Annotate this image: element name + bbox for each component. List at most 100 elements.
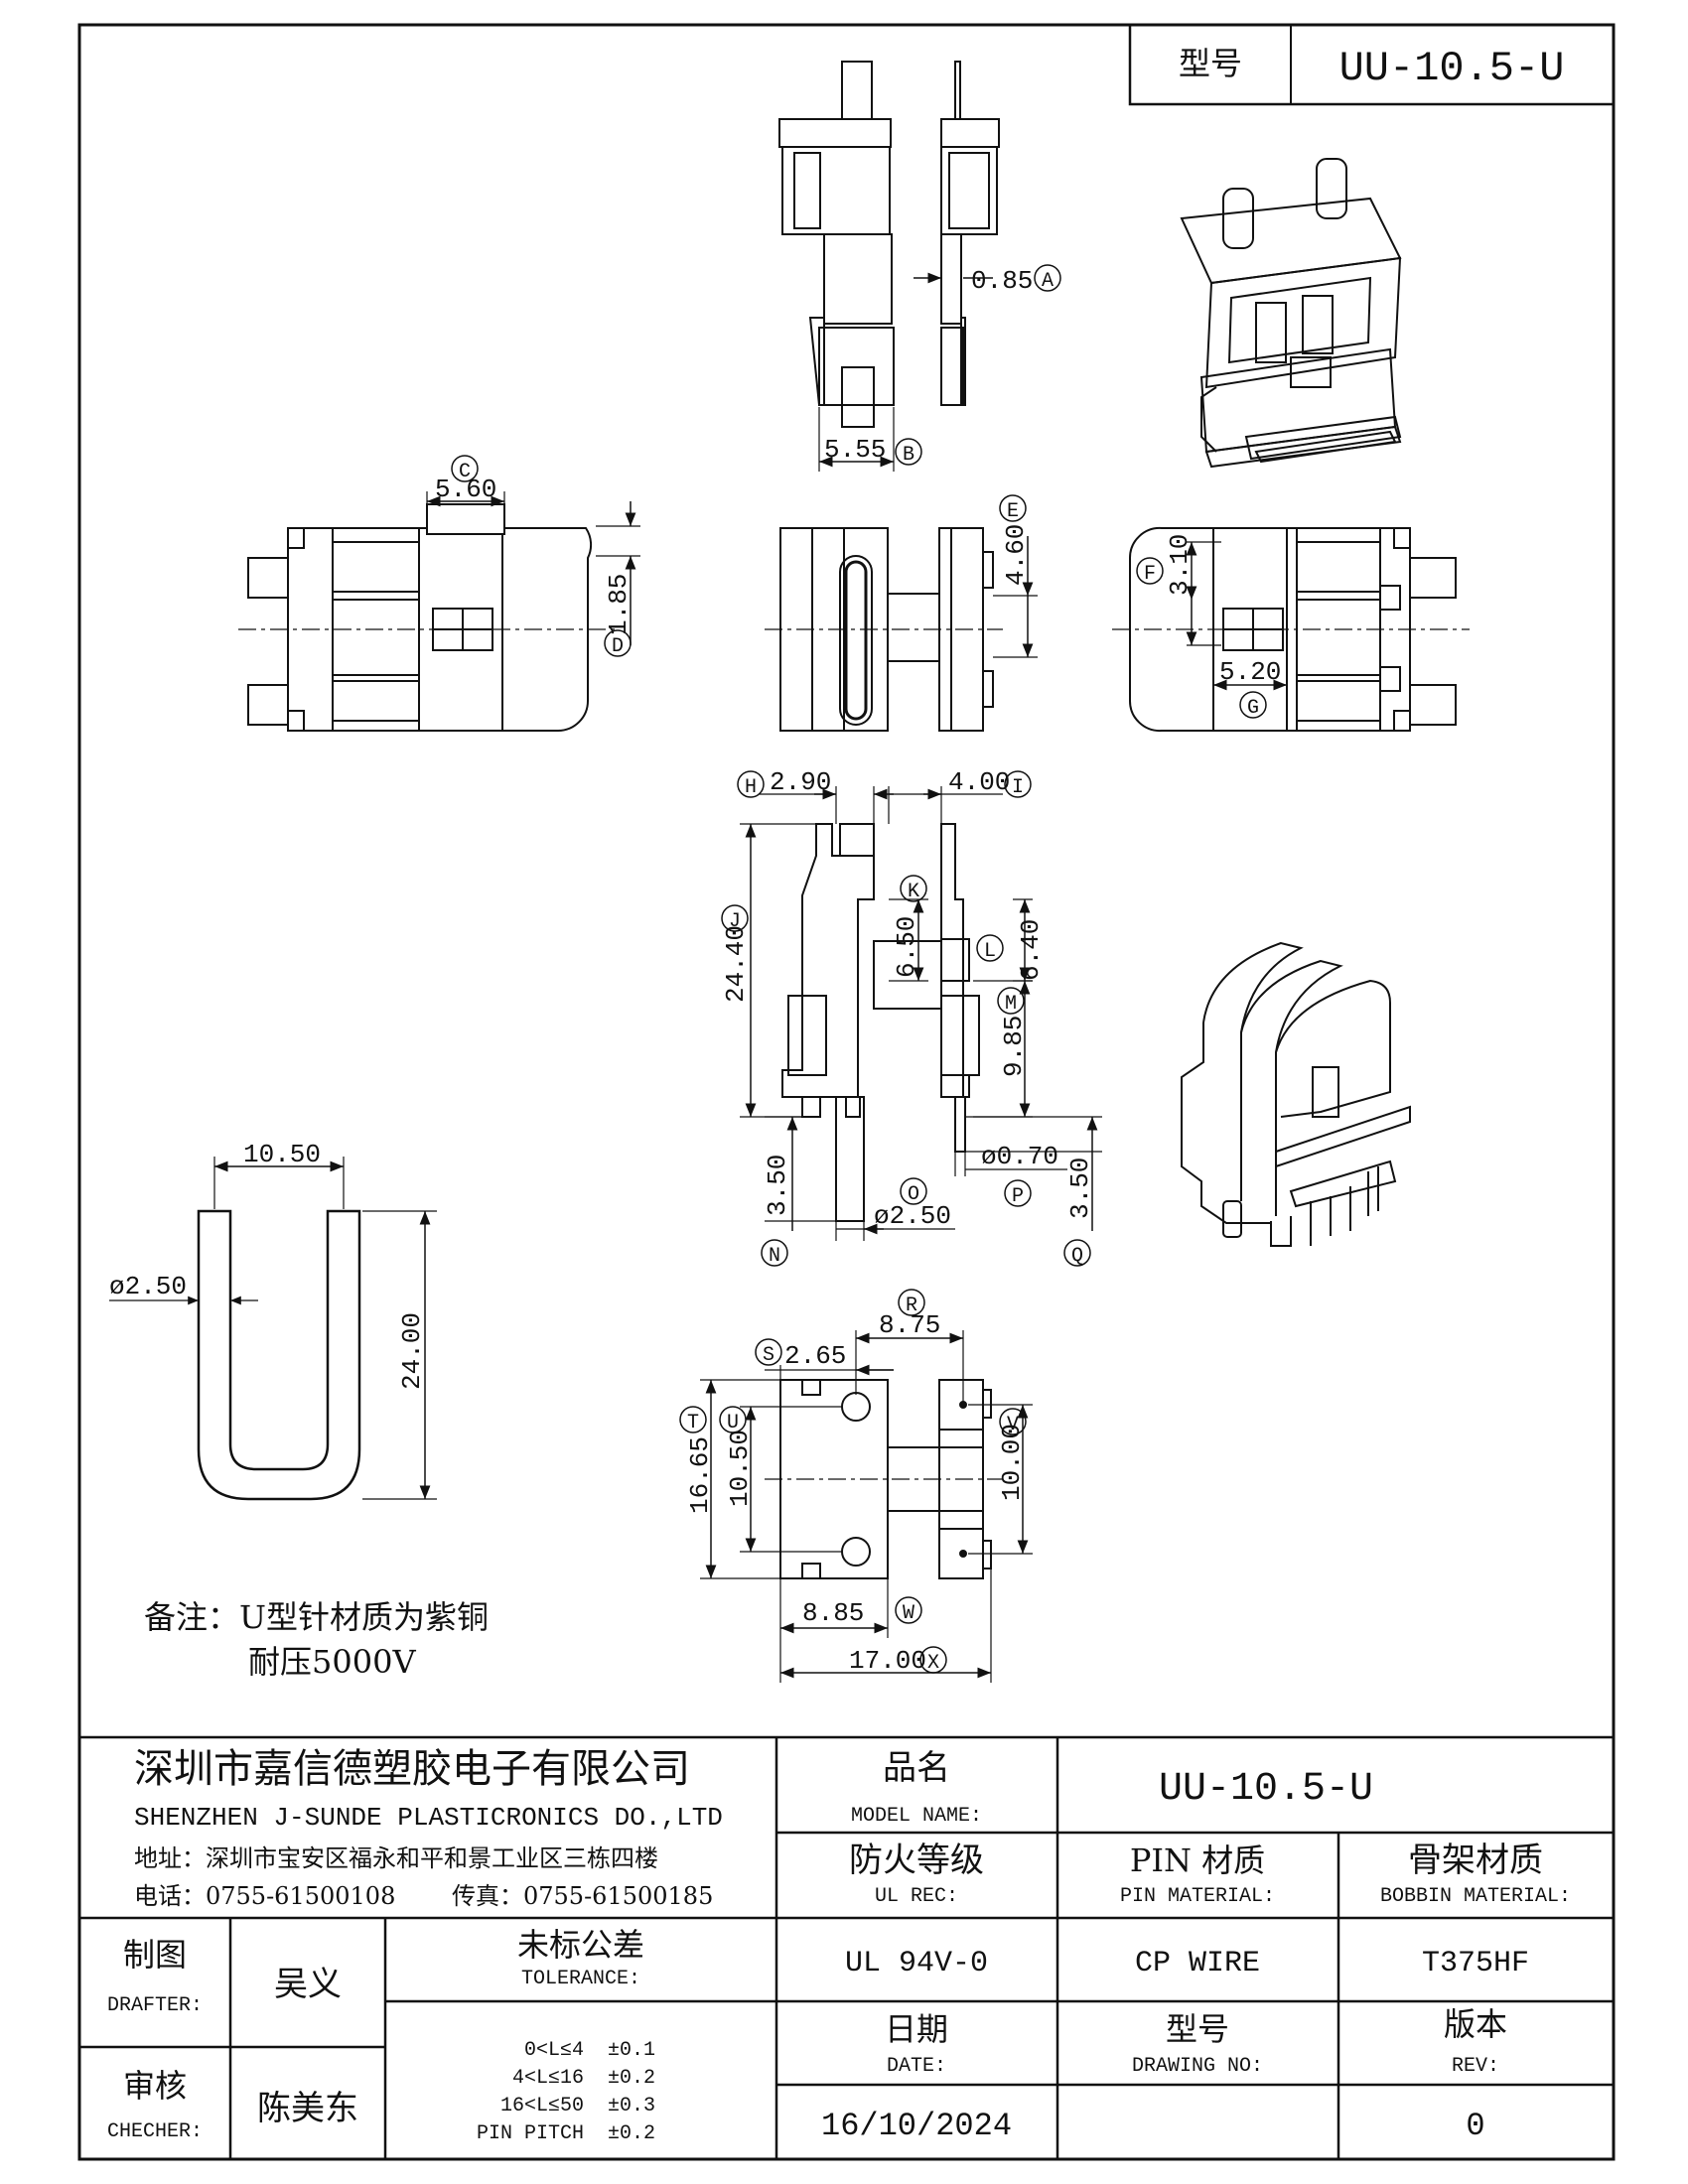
tolerance-value-2: ±0.2 [608,2067,655,2090]
dim-l-label: L [984,940,996,963]
dim-h: 2.90 H [737,767,894,824]
dim-r: 8.75 R [855,1289,964,1402]
model-name-en: MODEL NAME: [851,1805,982,1828]
dim-d-label: D [612,635,624,658]
drafter-en: DRAFTER: [107,1994,203,2017]
dim-t-value: 16.65 [685,1436,715,1514]
ul-rec-en: UL REC: [875,1885,958,1908]
rev-cn: 版本 [1444,2005,1507,2043]
dim-o-label: O [908,1183,919,1206]
note-line-2: 耐压5000V [248,1643,416,1681]
date-cn: 日期 [885,2010,948,2048]
dim-k-value: 6.50 [892,916,921,978]
dim-l-value: 6.40 [1016,919,1046,981]
dim-w: 8.85 W [779,1578,922,1638]
dim-pin-width-value: 10.50 [243,1140,321,1169]
dim-v: 10.00 V [968,1404,1033,1555]
dim-pin-diameter: ø2.50 [109,1272,258,1305]
front-view-top [778,61,1000,428]
isometric-view-bottom [1181,941,1411,1247]
dim-w-label: W [903,1602,914,1625]
checker-value: 陈美东 [257,2089,358,2128]
tolerance-value-1: ±0.1 [608,2039,655,2062]
dim-v-label: V [1007,1414,1019,1436]
dim-n: 3.50 N [761,1116,836,1268]
title-block [79,1735,1614,2159]
outer-frame [77,23,1616,2161]
dim-p-value: ø0.70 [981,1142,1058,1171]
tolerance-range-1: 0<L≤4 [524,2039,584,2062]
dim-d-value: 1.85 [604,574,633,635]
dim-i: 4.00 I [888,767,1032,824]
dim-pin-height: 24.00 [362,1210,437,1500]
dim-a-label: A [1042,270,1054,293]
drawing-no-cn: 型号 [1166,2010,1229,2048]
company-tel: 电话：0755-61500108 [134,1882,395,1910]
dim-j-label: J [729,910,741,933]
dim-x: 17.00 X [779,1569,992,1683]
bobbin-material-value: T375HF [1422,1947,1529,1980]
dim-q: 3.50 Q [965,1116,1102,1268]
dim-b-value: 5.55 [824,435,886,465]
title-box-model: UU-10.5-U [1339,45,1565,92]
dim-s-value: 2.65 [784,1341,846,1371]
tolerance-en: TOLERANCE: [521,1968,640,1990]
dim-t: 16.65 T [679,1379,780,1579]
dim-m-label: M [1005,993,1017,1016]
company-address: 地址：深圳市宝安区福永和平和景工业区三栋四楼 [134,1844,658,1872]
dim-g-value: 5.20 [1219,657,1281,687]
dim-o: ø2.50 O [835,1177,955,1241]
dim-pin-height-value: 24.00 [397,1312,427,1390]
ul-rec-cn: 防火等级 [849,1841,984,1880]
dim-e-label: E [1007,500,1019,523]
dim-c-label: C [459,461,471,483]
dim-u: 10.50 U [719,1406,842,1553]
dim-pin-width: 10.50 [213,1140,345,1209]
dim-o-value: ø2.50 [874,1201,951,1231]
dim-i-label: I [1012,776,1024,799]
date-en: DATE: [887,2055,946,2078]
title-box-label: 型号 [1179,45,1242,82]
dim-g: 5.20 G [1213,657,1287,720]
u-pin-drawing [197,1209,361,1501]
rev-value: 0 [1466,2108,1484,2144]
dim-f-value: 3.10 [1165,534,1195,596]
checker-cn: 审核 [123,2067,187,2105]
tolerance-range-2: 4<L≤16 [512,2067,584,2090]
dim-k: 6.50 K [889,875,928,982]
pin-material-value: CP WIRE [1135,1947,1260,1980]
dim-x-label: X [927,1652,939,1675]
dim-n-label: N [769,1245,780,1268]
tolerance-range-4: PIN PITCH [477,2122,584,2145]
dim-q-label: Q [1071,1245,1083,1268]
dim-a-value: 0.85 [971,266,1033,296]
dim-c-value: 5.60 [435,475,496,504]
bobbin-material-cn: 骨架材质 [1408,1841,1543,1880]
dim-b-label: B [903,444,914,467]
dim-l: 6.40 L [976,898,1046,982]
pin-material-cn: PIN 材质 [1130,1842,1265,1879]
dim-g-label: G [1247,697,1259,720]
note-line-1: 备注：U型针材质为紫铜 [144,1598,489,1636]
dim-j-value: 24.40 [721,925,751,1003]
tolerance-cn: 未标公差 [517,1926,644,1964]
dim-e-value: 4.60 [1001,524,1031,586]
dim-r-label: R [906,1295,917,1317]
dim-q-value: 3.50 [1065,1158,1095,1219]
dim-s-label: S [763,1344,774,1367]
dim-a: 0.85 A [914,264,1061,296]
dim-m-value: 9.85 [999,1016,1029,1077]
drafter-cn: 制图 [123,1936,187,1974]
pin-material-en: PIN MATERIAL: [1120,1885,1275,1908]
dim-e: 4.60 E [993,494,1038,658]
dim-u-label: U [727,1412,739,1434]
dim-f-label: F [1144,563,1156,586]
dim-d: 1.85 D [596,501,640,658]
dim-h-label: H [745,776,757,799]
dim-j: 24.40 J [721,823,816,1118]
dim-m: 9.85 M [973,980,1033,1118]
checker-en: CHECHER: [107,2120,203,2143]
dim-k-label: K [908,881,919,903]
dim-i-value: 4.00 [948,767,1010,797]
